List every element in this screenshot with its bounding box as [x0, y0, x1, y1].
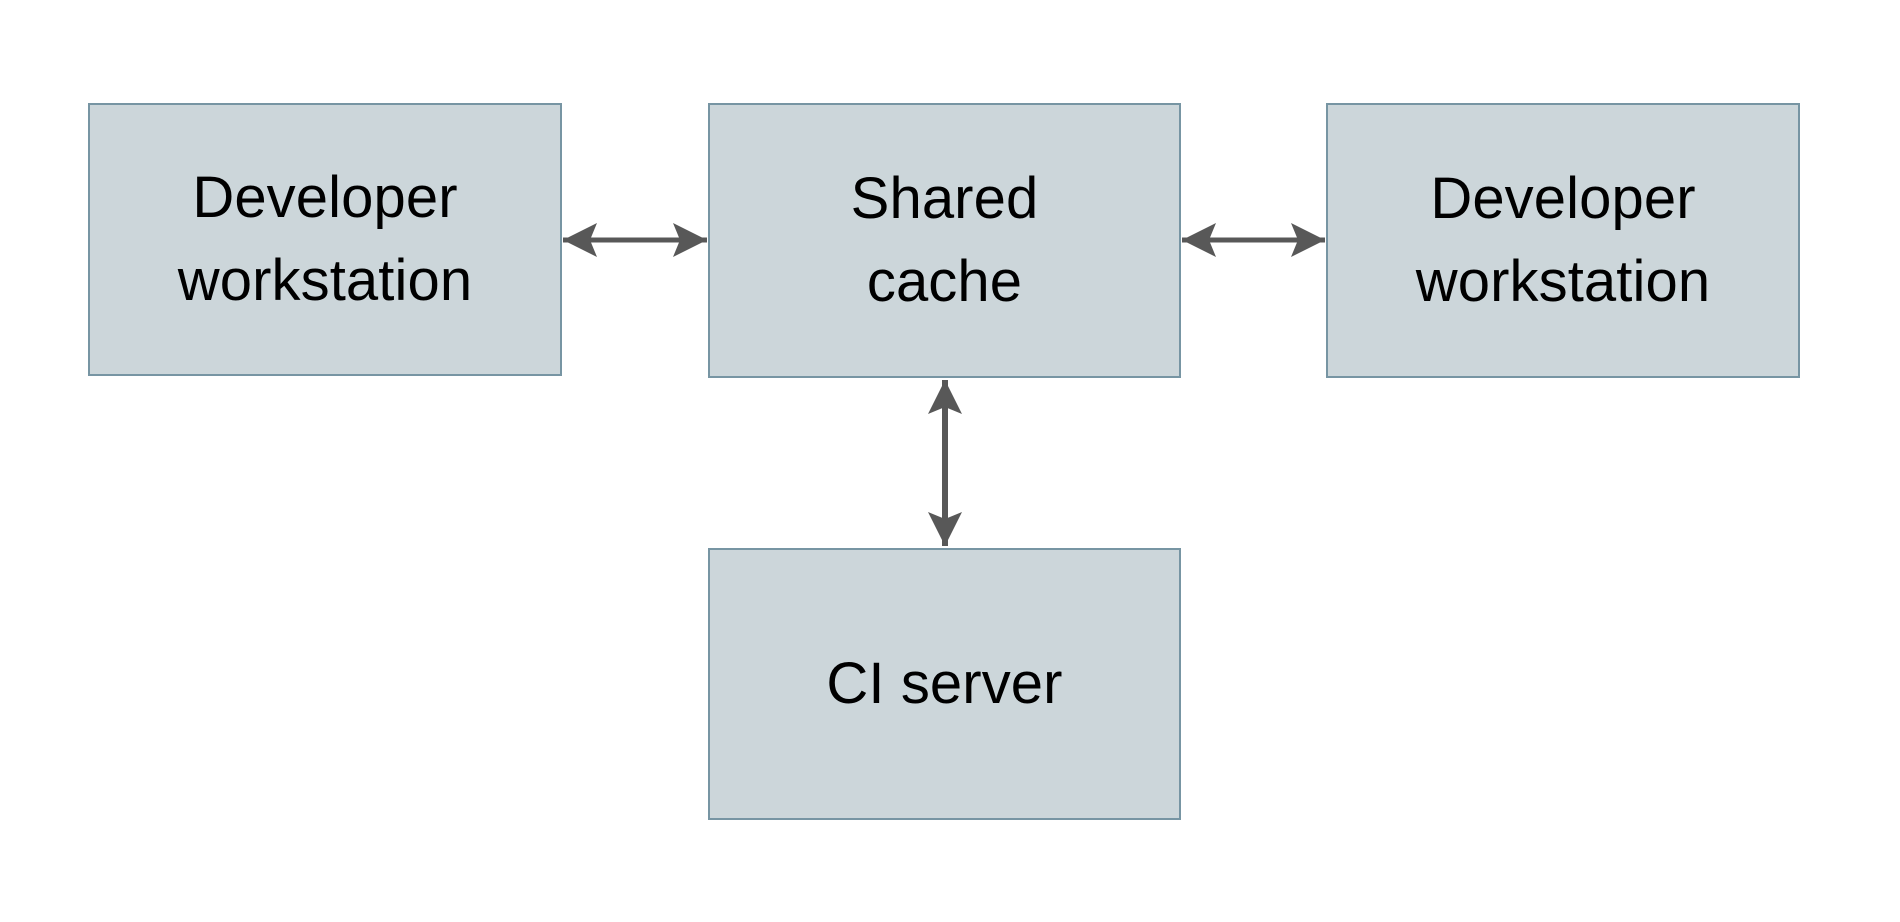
node-developer-workstation-left[interactable]: Developer workstation [88, 103, 562, 376]
node-shared-cache[interactable]: Shared cache [708, 103, 1181, 378]
node-ci-server[interactable]: CI server [708, 548, 1181, 820]
double-arrow-icon [1182, 223, 1325, 257]
connector-shared-cache-to-right-workstation[interactable] [1182, 200, 1325, 280]
double-arrow-icon [563, 223, 707, 257]
double-arrow-icon [928, 380, 962, 546]
node-developer-workstation-right[interactable]: Developer workstation [1326, 103, 1800, 378]
connector-ci-server-to-shared-cache[interactable] [905, 380, 985, 546]
connector-left-workstation-to-shared-cache[interactable] [563, 200, 707, 280]
